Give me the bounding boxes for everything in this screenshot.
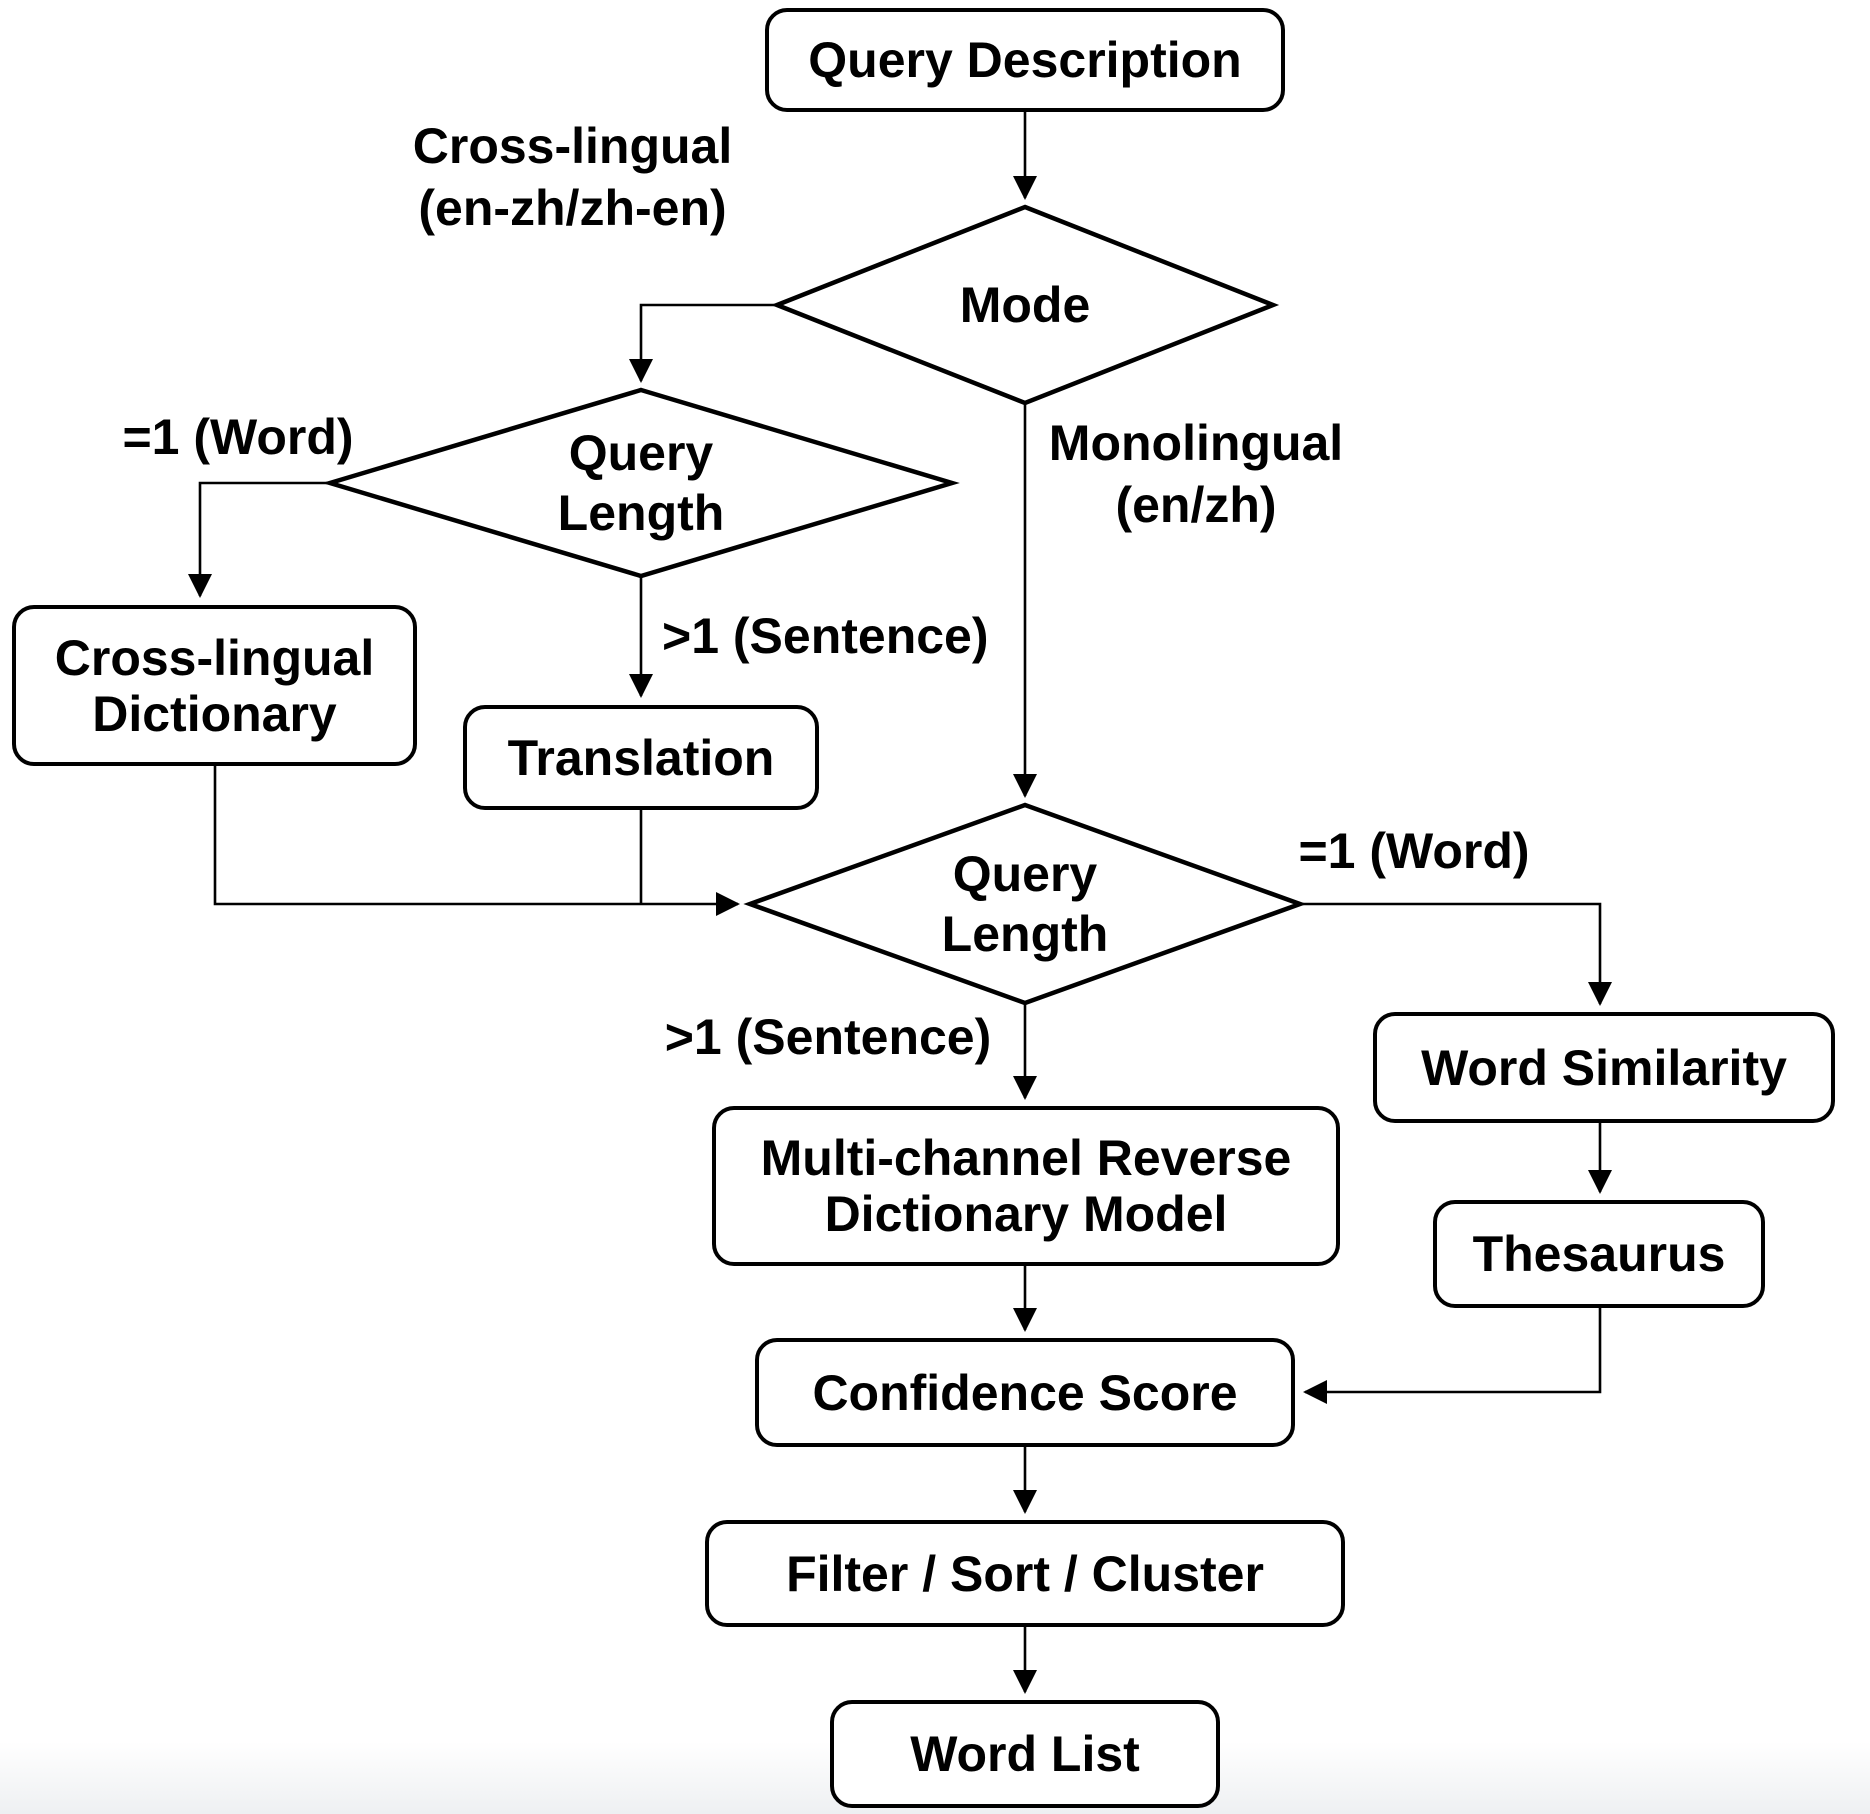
node-confidence-score: Confidence Score — [755, 1338, 1295, 1447]
branch-label-monolingual: Monolingual (en/zh) — [1040, 412, 1352, 536]
query-length-mono-label: Query Length — [941, 846, 1109, 962]
branch-label-sentence-mono: >1 (Sentence) — [664, 1009, 992, 1065]
branch-label-monolingual-line2: (en/zh) — [1115, 477, 1277, 533]
node-query-description: Query Description — [765, 8, 1285, 112]
node-cross-lingual-dictionary: Cross-lingual Dictionary — [12, 605, 417, 766]
node-multi-channel-model: Multi-channel Reverse Dictionary Model — [712, 1106, 1340, 1266]
edge-querylength-mono-to-wordsimilarity — [1300, 902, 1612, 1006]
node-filter-sort-cluster: Filter / Sort / Cluster — [705, 1520, 1345, 1627]
branch-label-monolingual-line1: Monolingual — [1048, 415, 1344, 471]
edge-thesaurus-to-confidence — [1303, 1308, 1602, 1404]
mode-diamond-label: Mode — [959, 277, 1091, 333]
node-thesaurus: Thesaurus — [1433, 1200, 1765, 1308]
node-translation: Translation — [463, 705, 819, 810]
branch-label-sentence-cross: >1 (Sentence) — [662, 608, 989, 664]
node-word-list: Word List — [830, 1700, 1220, 1808]
branch-label-cross-lingual: Cross-lingual (en-zh/zh-en) — [380, 115, 765, 239]
branch-label-word-mono: =1 (Word) — [1298, 823, 1530, 879]
node-word-similarity: Word Similarity — [1373, 1012, 1835, 1123]
query-length-mono-diamond — [743, 802, 1307, 1006]
edge-mode-to-querylength-cross — [629, 303, 777, 383]
query-length-cross-label: Query Length — [557, 425, 725, 541]
branch-label-word-cross: =1 (Word) — [122, 409, 354, 465]
branch-label-cross-lingual-line2: (en-zh/zh-en) — [418, 180, 727, 236]
edge-dictionary-merge-to-querylength-mono — [213, 766, 740, 916]
branch-label-cross-lingual-line1: Cross-lingual — [412, 118, 733, 174]
edge-querylength-cross-to-dictionary — [188, 481, 330, 598]
mode-diamond — [770, 204, 1280, 406]
query-length-cross-diamond — [322, 387, 960, 579]
